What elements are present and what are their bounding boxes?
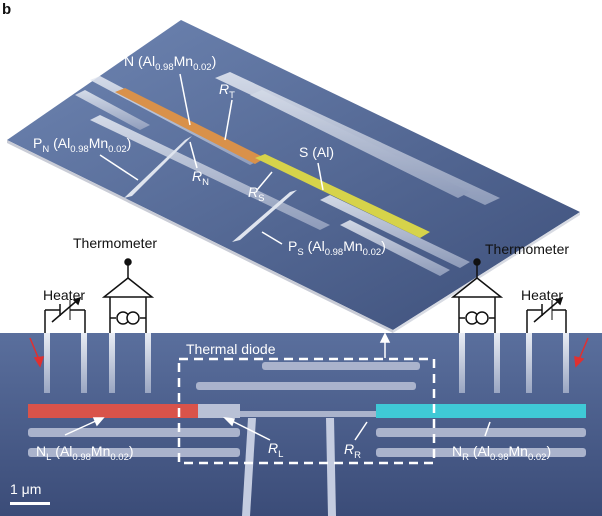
scale-bar <box>10 502 50 505</box>
bottom-leads <box>44 333 569 393</box>
probe-ps <box>232 190 297 242</box>
thermometer-right-label: Thermometer <box>485 241 569 257</box>
top-arrows <box>99 73 324 245</box>
thermometer-left-label: Thermometer <box>73 235 157 251</box>
bottom-bars <box>28 362 586 457</box>
label-s: S (Al) <box>299 144 334 160</box>
circuit-right <box>450 258 567 335</box>
bottom-arrows <box>64 332 491 441</box>
label-nr: NR (Al0.98Mn0.02) <box>452 443 551 463</box>
label-n-top: N (Al0.98Mn0.02) <box>124 53 216 73</box>
probe-pn <box>124 136 192 198</box>
normal-metal-strip <box>115 88 265 164</box>
right-electrode <box>376 404 586 418</box>
label-rs: RS <box>248 184 264 204</box>
label-rl: RL <box>268 440 283 460</box>
circuit-left <box>44 258 155 335</box>
top-sem-image: N (Al0.98Mn0.02) RT PN (Al0.98Mn0.02) S … <box>7 20 580 333</box>
superconductor-strip <box>255 154 430 238</box>
panel-letter: b <box>2 1 11 18</box>
heater-right-label: Heater <box>521 287 563 303</box>
red-arrows <box>29 337 589 368</box>
scale-bar-label: 1 μm <box>10 481 41 497</box>
label-rr: RR <box>344 441 361 461</box>
label-rt: RT <box>219 81 235 101</box>
left-electrode <box>28 404 198 418</box>
bottom-sem-substrate <box>0 333 602 516</box>
bottom-sem-image: Thermal diode RL RR NL (Al0.98Mn0.02) NR… <box>0 332 602 516</box>
label-pn: PN (Al0.98Mn0.02) <box>33 135 131 155</box>
thermal-diode-box <box>177 357 436 465</box>
label-ps: PS (Al0.98Mn0.02) <box>288 238 386 258</box>
heater-left-label: Heater <box>43 287 85 303</box>
label-rn: RN <box>192 168 209 188</box>
thermal-diode-label: Thermal diode <box>186 341 276 357</box>
label-nl: NL (Al0.98Mn0.02) <box>36 443 134 463</box>
